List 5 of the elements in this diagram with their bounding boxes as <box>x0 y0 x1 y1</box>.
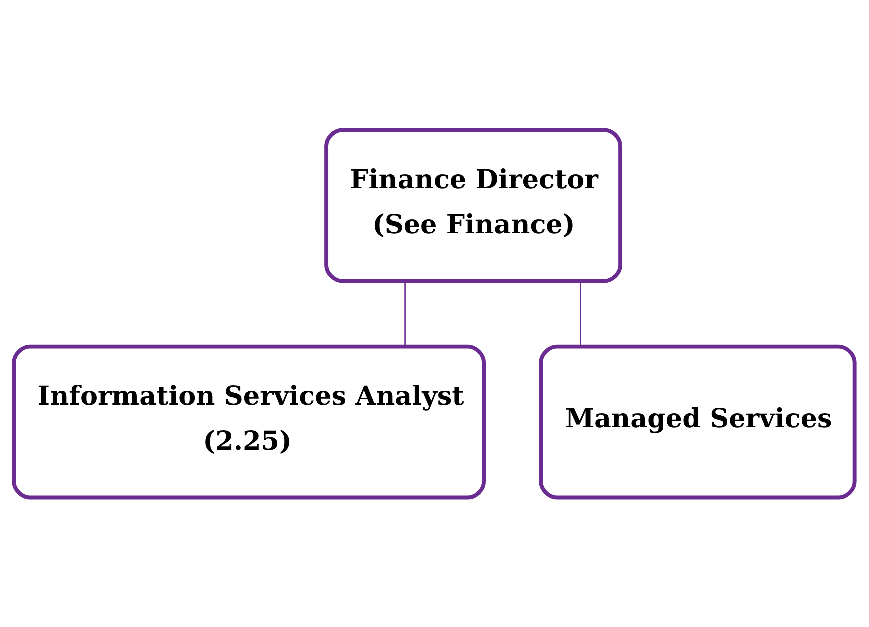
connector <box>580 280 582 346</box>
node-box: Finance Director (See Finance) <box>324 128 623 283</box>
node-box: Managed Services <box>539 344 857 500</box>
connector <box>404 280 406 346</box>
node-box: Information Services Analyst (2.25) <box>12 344 486 500</box>
